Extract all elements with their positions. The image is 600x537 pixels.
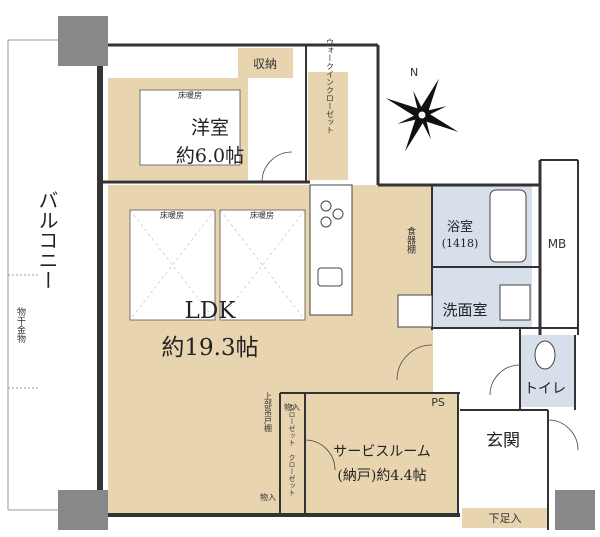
walls [97, 43, 579, 530]
ps-label: PS [431, 396, 445, 409]
drying-rack-label: 物干金物 [15, 306, 26, 344]
doors [261, 151, 579, 471]
wic-label: ウォークインクローゼット [326, 38, 335, 134]
ldk-floor-heating-label-1: 床暖房 [160, 210, 184, 220]
compass-n-label: N [410, 66, 418, 79]
entrance-name: 玄関 [486, 431, 520, 451]
ldk-name: LDK [185, 298, 237, 324]
upper-shelf-label: 上部吊戸棚 [264, 392, 273, 433]
pillar-bottom-left [58, 490, 108, 530]
western-floor-heating-label: 床暖房 [178, 90, 202, 100]
floor-heating-ldk-2 [219, 209, 306, 321]
ldk-size: 約19.3帖 [161, 335, 258, 361]
service-room-size: (納戸)約4.4帖 [337, 468, 426, 484]
toilet-bowl [534, 340, 556, 370]
pillar-bottom-right [555, 490, 595, 530]
wic-floor [308, 72, 348, 180]
floor-heating-western [139, 89, 241, 166]
toilet-name: トイレ [524, 381, 566, 397]
washroom-name: 洗面室 [442, 301, 487, 319]
closet-label-1: クローゼット [288, 404, 296, 446]
balcony-label: バルコニー [35, 190, 59, 290]
washing-machine-pan [397, 294, 433, 328]
entrance-floor [460, 410, 550, 510]
storage-floor [238, 48, 293, 78]
compass-icon [385, 78, 459, 152]
bath-size: (1418) [442, 237, 479, 250]
western-room-size: 約6.0帖 [176, 145, 244, 167]
floor-heating-ldk-1 [129, 209, 216, 321]
bath-name: 浴室 [447, 219, 473, 235]
pantry-label: 食器棚 [405, 225, 416, 254]
mb-label: MB [548, 237, 567, 251]
kitchen-counter [309, 184, 353, 316]
service-room-name: サービスルーム [333, 444, 431, 460]
storage-label: 収納 [253, 57, 277, 71]
upper-shelf-floor [258, 393, 280, 469]
shoe-cabinet [462, 508, 548, 528]
ldk-floor-heating-label-2: 床暖房 [250, 210, 274, 220]
pillar-top-left [58, 16, 108, 66]
western-room-name: 洋室 [191, 117, 229, 139]
balcony-area [7, 39, 60, 511]
shoe-cabinet-label: 下足入 [489, 512, 522, 525]
monoire-label-2: 物入 [260, 492, 276, 502]
washbasin [499, 284, 531, 321]
closet-label-2: クローゼット [288, 454, 296, 496]
bathtub [489, 189, 527, 263]
service-room-floor [305, 393, 458, 513]
monoire-label-1: 物入 [284, 402, 300, 412]
